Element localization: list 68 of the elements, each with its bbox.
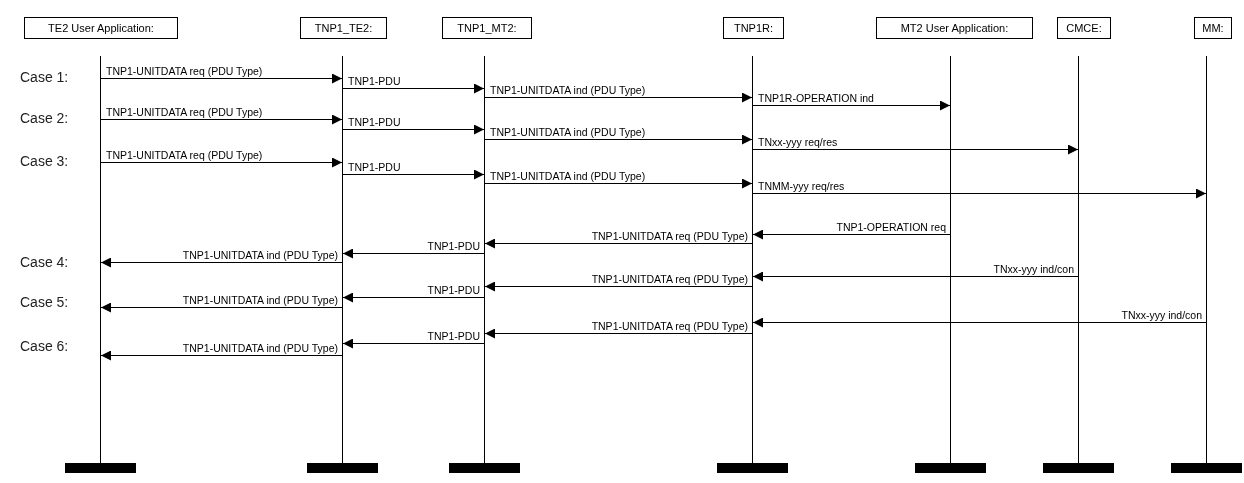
- message-label: TNP1-UNITDATA req (PDU Type): [106, 65, 263, 77]
- message-label: TNP1-PDU: [427, 330, 480, 342]
- participant-box: TNP1_MT2:: [442, 17, 532, 39]
- participant-box: MT2 User Application:: [876, 17, 1033, 39]
- lifeline: [950, 56, 951, 466]
- message-label: TNP1-UNITDATA ind (PDU Type): [490, 126, 646, 138]
- message-arrow: [100, 157, 343, 168]
- lifeline: [752, 56, 753, 466]
- message-label: TNP1-UNITDATA ind (PDU Type): [182, 342, 338, 354]
- message-arrow: [342, 169, 485, 180]
- message-arrow: [484, 281, 753, 292]
- message-arrow: [342, 124, 485, 135]
- message-label: TNP1-UNITDATA req (PDU Type): [106, 106, 263, 118]
- message-label: TNMM-yyy req/res: [758, 180, 845, 192]
- lifeline: [100, 56, 101, 466]
- message-arrow: [100, 114, 343, 125]
- message-arrow: [752, 271, 1079, 282]
- lifeline: [342, 56, 343, 466]
- message-arrow: [342, 292, 485, 303]
- case-label: Case 2:: [20, 110, 69, 126]
- message-label: TNP1-PDU: [427, 284, 480, 296]
- participant-box: CMCE:: [1057, 17, 1111, 39]
- message-label: TNP1-UNITDATA ind (PDU Type): [490, 84, 646, 96]
- message-arrow: [484, 134, 753, 145]
- message-arrow: [752, 144, 1079, 155]
- message-arrow: [342, 83, 485, 94]
- message-arrow: [100, 350, 343, 361]
- message-label: TNP1-OPERATION req: [836, 221, 946, 233]
- message-label: TNP1-UNITDATA ind (PDU Type): [490, 170, 646, 182]
- message-label: TNP1-PDU: [348, 75, 401, 87]
- message-arrow: [752, 100, 951, 111]
- lifeline: [1078, 56, 1079, 466]
- message-arrow: [484, 328, 753, 339]
- message-arrow: [342, 338, 485, 349]
- message-label: TNP1R-OPERATION ind: [758, 92, 874, 104]
- message-label: TNxx-yyy ind/con: [993, 263, 1074, 275]
- message-arrow: [752, 317, 1207, 328]
- lifeline: [1206, 56, 1207, 466]
- message-label: TNP1-PDU: [348, 161, 401, 173]
- message-label: TNP1-UNITDATA ind (PDU Type): [182, 294, 338, 306]
- message-label: TNP1-UNITDATA req (PDU Type): [591, 230, 748, 242]
- message-label: TNP1-UNITDATA req (PDU Type): [106, 149, 263, 161]
- message-label: TNP1-UNITDATA ind (PDU Type): [182, 249, 338, 261]
- message-arrow: [342, 248, 485, 259]
- message-label: TNP1-PDU: [348, 116, 401, 128]
- message-label: TNP1-UNITDATA req (PDU Type): [591, 273, 748, 285]
- participant-box: TNP1R:: [723, 17, 784, 39]
- message-arrow: [484, 238, 753, 249]
- message-arrow: [100, 257, 343, 268]
- message-label: TNP1-UNITDATA req (PDU Type): [591, 320, 748, 332]
- message-arrow: [484, 178, 753, 189]
- message-label: TNP1-PDU: [427, 240, 480, 252]
- participant-box: MM:: [1194, 17, 1232, 39]
- case-label: Case 6:: [20, 338, 69, 354]
- message-arrow: [100, 302, 343, 313]
- case-label: Case 4:: [20, 254, 69, 270]
- message-arrow: [100, 73, 343, 84]
- participant-box: TE2 User Application:: [24, 17, 178, 39]
- message-arrow: [752, 229, 951, 240]
- message-label: TNxx-yyy req/res: [758, 136, 838, 148]
- message-arrow: [484, 92, 753, 103]
- case-label: Case 1:: [20, 69, 69, 85]
- case-label: Case 5:: [20, 294, 69, 310]
- participant-box: TNP1_TE2:: [300, 17, 387, 39]
- message-label: TNxx-yyy ind/con: [1121, 309, 1202, 321]
- lifeline: [484, 56, 485, 466]
- message-arrow: [752, 188, 1207, 199]
- case-label: Case 3:: [20, 153, 69, 169]
